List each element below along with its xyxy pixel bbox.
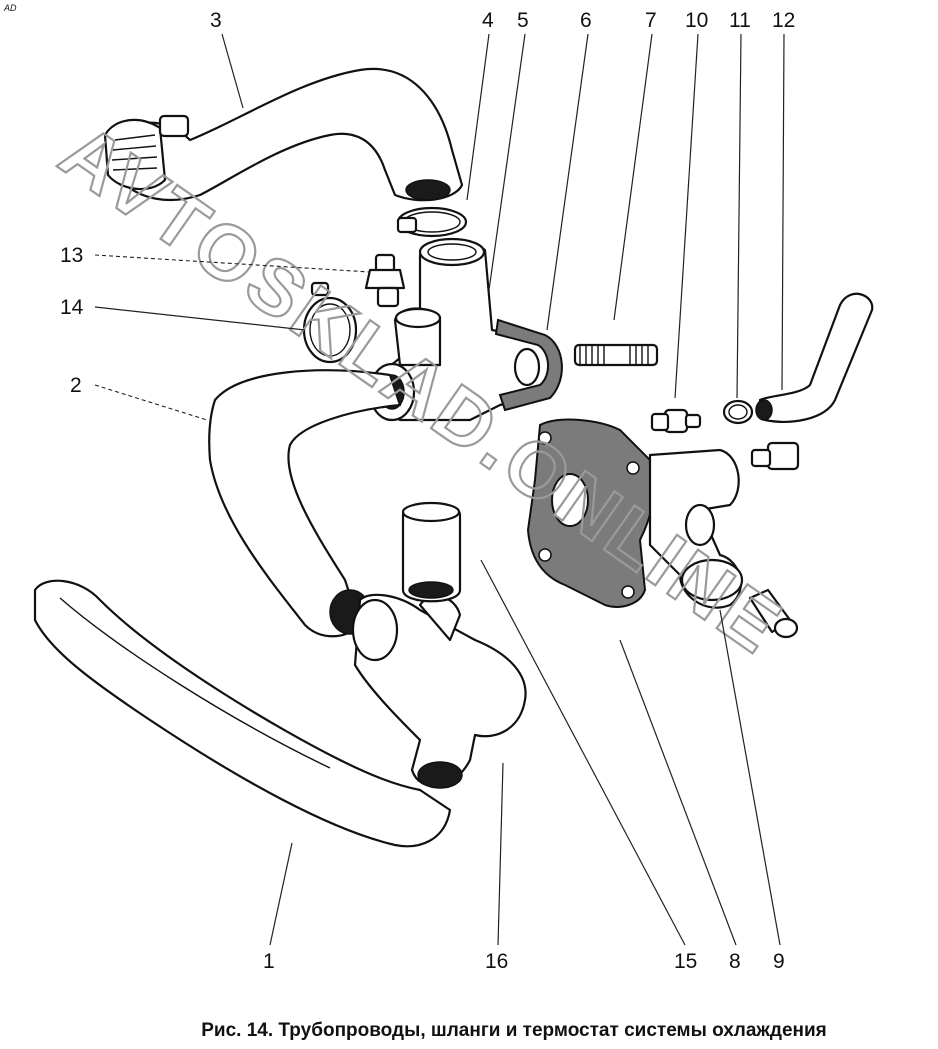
- callout-3: 3: [210, 9, 222, 32]
- callout-7: 7: [645, 9, 657, 32]
- callout-10: 10: [685, 9, 708, 32]
- callout-4: 4: [482, 9, 494, 32]
- pump-fitting-lower: [748, 588, 799, 639]
- stud-bolt: [573, 343, 659, 367]
- pump-fitting-right: [750, 441, 800, 471]
- hose-clamp-upper: [396, 206, 468, 238]
- callout-12: 12: [772, 9, 795, 32]
- callout-13: 13: [60, 244, 83, 267]
- leader-lines: [94, 33, 785, 946]
- upper-hose: [103, 67, 464, 202]
- drain-fitting: [650, 408, 702, 434]
- tee-pipe: [351, 593, 527, 789]
- lower-hose: [33, 579, 452, 848]
- callout-11: 11: [729, 9, 751, 32]
- hose-clamp-small: [302, 281, 358, 364]
- temperature-sensor: [364, 253, 406, 308]
- callout-8: 8: [729, 950, 741, 973]
- corner-code: AD: [4, 3, 17, 13]
- callout-2: 2: [70, 374, 82, 397]
- callout-16: 16: [485, 950, 508, 973]
- callout-14: 14: [60, 296, 84, 319]
- housing-gasket: [494, 318, 563, 412]
- callout-15: 15: [674, 950, 697, 973]
- small-clamp: [722, 399, 754, 425]
- callout-1: 1: [263, 950, 275, 973]
- pump-flange: [526, 418, 744, 609]
- small-hose: [755, 292, 874, 423]
- callout-6: 6: [580, 9, 592, 32]
- callout-numbers: 3 4 5 6 7 10 11 12 13 14 2 1 16 15 8 9: [60, 9, 795, 973]
- callout-9: 9: [773, 950, 785, 973]
- callout-5: 5: [517, 9, 529, 32]
- figure-caption: Рис. 14. Трубопроводы, шланги и термоста…: [201, 1020, 827, 1041]
- short-hose: [401, 501, 462, 603]
